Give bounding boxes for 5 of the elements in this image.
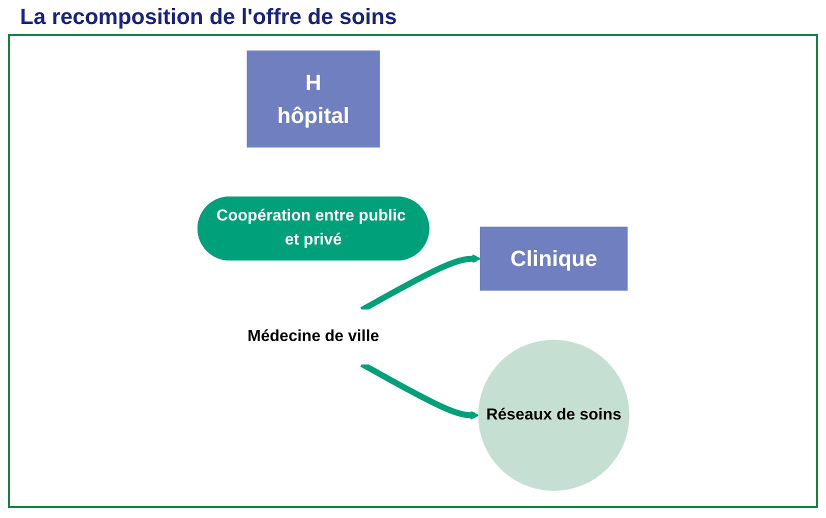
diagram-title: La recomposition de l'offre de soins	[19, 3, 398, 31]
node-text: Médecine de ville	[247, 328, 379, 346]
node-box: H hôpital	[246, 50, 380, 148]
node-box: Clinique	[479, 227, 628, 291]
node-circle: Réseaux de soins	[478, 340, 629, 492]
